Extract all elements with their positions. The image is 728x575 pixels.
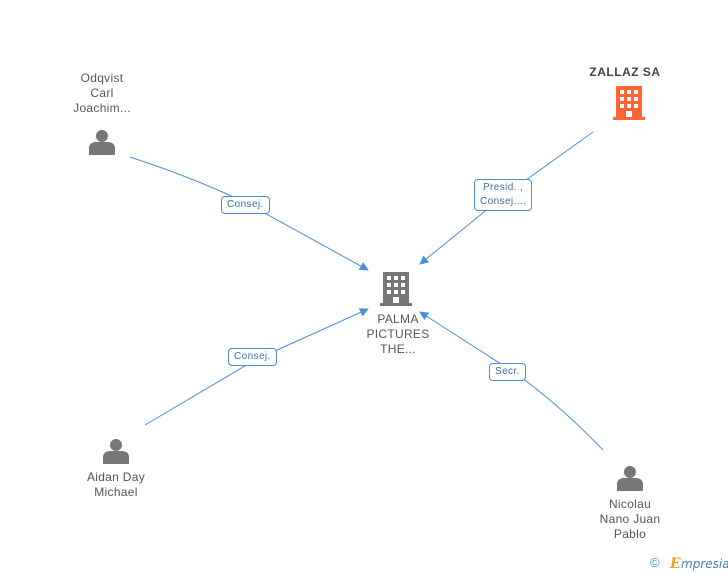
copyright-icon: © xyxy=(650,555,660,570)
empresia-logo-text[interactable]: mpresia xyxy=(681,557,728,571)
edge-label-presid-consej[interactable]: Presid. , Consej.... xyxy=(474,179,533,211)
building-icon[interactable] xyxy=(380,272,412,306)
person-icon[interactable] xyxy=(89,130,115,155)
edge-aidan-palma xyxy=(144,308,369,426)
node-label-odqvist[interactable]: Odqvist Carl Joachim... xyxy=(73,71,131,115)
building-icon[interactable] xyxy=(613,86,645,120)
person-icon[interactable] xyxy=(617,466,643,491)
node-label-nicolau[interactable]: Nicolau Nano Juan Pablo xyxy=(599,497,661,541)
edge-label-consej[interactable]: Consej. xyxy=(221,196,270,214)
edge-label-secr[interactable]: Secr. xyxy=(489,363,526,381)
edge-label-consej[interactable]: Consej. xyxy=(228,348,277,366)
node-label-palma[interactable]: PALMA PICTURES THE... xyxy=(366,312,430,356)
empresia-logo-mark: E xyxy=(670,556,681,572)
edge-nicolau-palma xyxy=(419,311,604,451)
node-label-aidan[interactable]: Aidan Day Michael xyxy=(86,470,146,499)
node-label-zallaz[interactable]: ZALLAZ SA xyxy=(589,65,661,79)
person-icon[interactable] xyxy=(103,439,129,464)
